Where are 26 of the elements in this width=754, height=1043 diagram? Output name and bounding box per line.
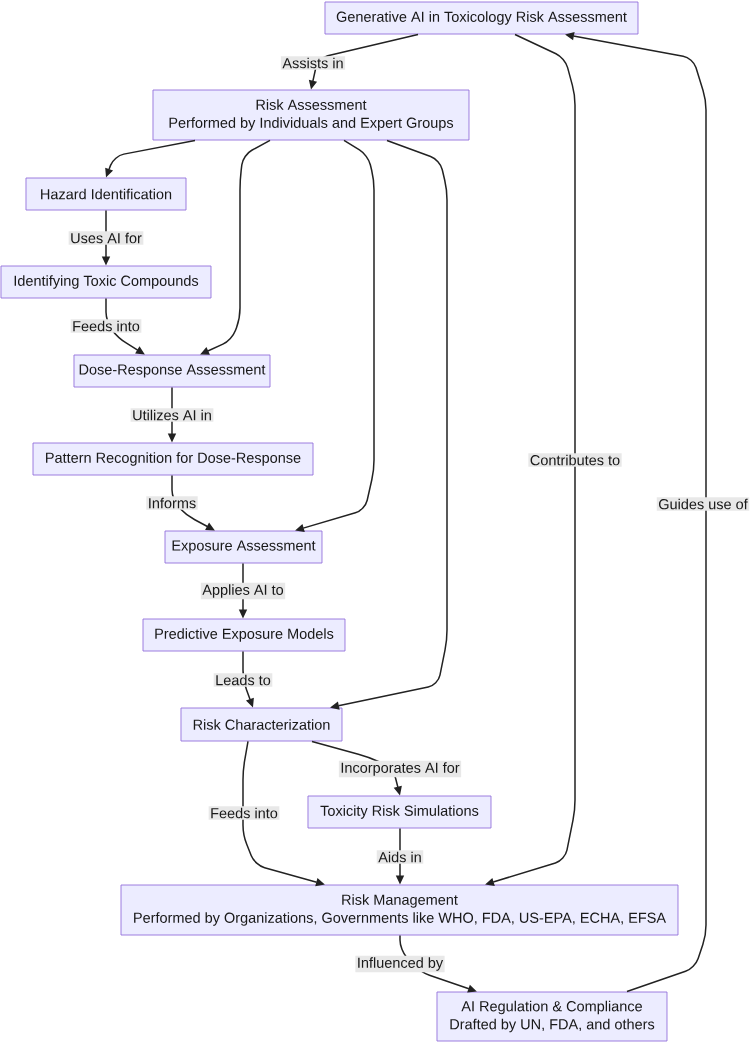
edge-label: Contributes to: [528, 453, 622, 467]
edge-label: Applies AI to: [200, 582, 286, 600]
process-box: Toxicity Risk Simulations: [307, 795, 492, 829]
edge-label: Uses AI for: [68, 231, 144, 245]
edge-label: Feeds into: [70, 319, 142, 333]
edge-label: Informs: [146, 496, 198, 510]
process-box: Pattern Recognition for Dose-Response: [32, 442, 314, 476]
edge-label: Feeds into: [208, 806, 280, 820]
process-box: Generative AI in Toxicology Risk Assessment: [324, 1, 639, 35]
edge-label: Utilizes AI in: [130, 408, 214, 422]
edge-label: Guides use of: [656, 497, 750, 511]
edge-label: Incorporates AI for: [338, 760, 462, 778]
edge-label: Leads to: [213, 673, 273, 687]
edge-label: Aids in: [376, 850, 424, 864]
process-box: AI Regulation & Compliance Drafted by UN, FDA, and others: [436, 991, 668, 1042]
process-box: Identifying Toxic Compounds: [0, 265, 212, 299]
edge-label: Influenced by: [355, 955, 445, 973]
process-box: Risk Management Performed by Organizations, Governments like WHO, FDA, US-EPA, ECHA, EFSA: [120, 884, 679, 936]
process-box: Risk Assessment Performed by Individuals and Expert Groups: [152, 89, 470, 141]
edge-label: Assists in: [280, 56, 346, 70]
arrow: [200, 139, 271, 355]
process-box: Exposure Assessment: [164, 530, 323, 564]
process-box: Hazard Identification: [25, 177, 187, 211]
process-box: Risk Characterization: [180, 707, 343, 742]
process-box: Dose-Response Assessment: [73, 354, 271, 388]
process-box: Predictive Exposure Models: [142, 618, 346, 652]
